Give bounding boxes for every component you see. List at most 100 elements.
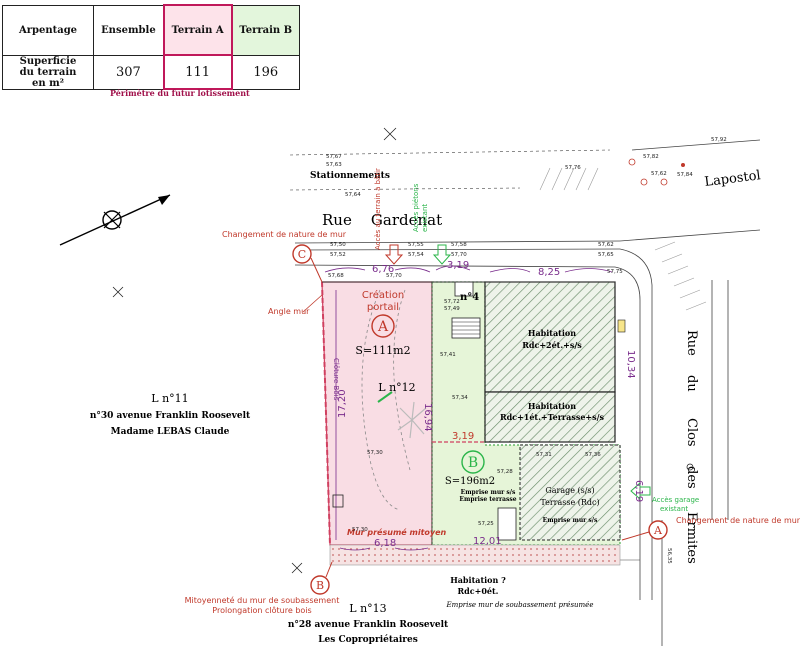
creation-line1: Création — [362, 289, 404, 301]
elev-3: 57,64 — [345, 192, 361, 198]
elev-13: 57,58 — [451, 242, 467, 248]
hab-second-line1: Habitation — [528, 401, 576, 411]
elev-8: 57,84 — [677, 172, 693, 178]
dim-319-mid: 3,19 — [452, 431, 474, 442]
dimensions: 6,76 3,19 8,25 10,34 17,20 16,94 3,19 6,… — [337, 260, 644, 549]
elev-27: 57,36 — [585, 452, 601, 458]
elev-20: 57,49 — [444, 306, 460, 312]
grid-crosshairs — [112, 127, 397, 574]
garage-line1: Garage (s/s) — [545, 486, 594, 495]
street-rue-du-clos-1: Rue — [684, 330, 699, 356]
neighbor-l11-owner: Madame LEBAS Claude — [111, 427, 230, 437]
stairs — [451, 317, 481, 339]
driveway-path — [361, 289, 411, 511]
neighbor-l11-address: n°30 avenue Franklin Roosevelt — [90, 411, 251, 421]
paving-strip — [329, 544, 621, 566]
marker-a: A — [621, 520, 668, 541]
neighbor-l13-title: L n°13 — [349, 602, 386, 615]
acces-garage-arrow — [630, 481, 651, 501]
street-rue-du-clos-2: du — [684, 375, 699, 392]
elev-30: 56,35 — [666, 548, 672, 564]
dim-619: 6,19 — [633, 480, 644, 502]
lot-a-marker: A — [377, 319, 389, 335]
header-terrain-a: Terrain A — [162, 4, 233, 56]
cell-terrain-b: 196 — [231, 54, 300, 90]
street-lapostol: Lapostol — [704, 168, 762, 190]
acces-pietons-arrow — [432, 244, 452, 265]
row-label: Superficie du terrain en m² — [2, 54, 94, 90]
stairs-bottom — [497, 507, 517, 541]
header-arpentage: Arpentage — [2, 4, 94, 56]
hab-second-line2: Rdc+1ét.+Terrasse+s/s — [500, 412, 605, 422]
elev-17: 57,68 — [328, 273, 344, 279]
elev-18: 57,70 — [386, 273, 402, 279]
dimension-lines — [324, 265, 613, 551]
crosswalk — [539, 167, 707, 311]
header-terrain-b: Terrain B — [231, 4, 300, 56]
lot-b-marker: B — [468, 455, 478, 471]
dim-1201: 12,01 — [473, 536, 502, 547]
row-label-line2: du terrain — [19, 66, 77, 78]
cell-terrain-a: 111 — [162, 54, 233, 90]
dim-319-top: 3,19 — [447, 260, 469, 271]
tree-symbol — [397, 401, 427, 439]
lot-b-number: n°4 — [460, 292, 479, 303]
street-rue-gardenat: Rue Gardenat — [322, 211, 442, 229]
elev-19: 57,72 — [444, 299, 460, 305]
hab-bottom-line2: Rdc+0ét. — [458, 586, 499, 596]
elev-1: 57,67 — [326, 154, 342, 160]
hab-main-line2: Rdc+2ét.+s/s — [522, 340, 582, 350]
survey-table: Arpentage Ensemble Terrain A Terrain B S… — [2, 4, 300, 90]
north-arrow — [59, 194, 171, 246]
annot-changement-top: Changement de nature de mur — [222, 230, 347, 239]
street-stationnements: Stationnements — [310, 171, 390, 181]
meter-box — [617, 319, 626, 333]
street-rue-du-clos-5: Ermites — [684, 512, 699, 564]
caption: Périmètre du futur lotissement — [110, 88, 250, 98]
table-header-row: Arpentage Ensemble Terrain A Terrain B — [2, 4, 300, 56]
marker-a-label: A — [653, 524, 663, 537]
annot-mitoyennete-2: Prolongation clôture bois — [212, 605, 311, 615]
elev-4: 57,76 — [565, 165, 581, 171]
street-rue-du-clos-4: des — [684, 466, 699, 489]
row-label-line3: en m² — [31, 77, 65, 89]
elev-12: 57,54 — [408, 252, 424, 258]
emprise-mur-2: Emprise mur s/s — [543, 517, 598, 524]
elev-22: 57,41 — [440, 352, 456, 358]
elev-5: 57,82 — [643, 154, 659, 160]
elev-29: 57,30 — [352, 527, 368, 533]
dim-1034: 10,34 — [625, 350, 636, 379]
emprise-mur-1: Emprise mur s/s — [461, 489, 516, 496]
acces-terrain-arrow — [384, 244, 404, 265]
habitation-main — [484, 281, 616, 393]
elev-25: 57,28 — [497, 469, 513, 475]
annot-acces-pietons-2: existant — [421, 204, 429, 232]
dim-1694: 16,94 — [422, 403, 433, 432]
survey-points — [628, 158, 694, 471]
garage-line2: Terrasse (Rdc) — [540, 498, 599, 507]
lot-b-area-label: S=196m2 — [445, 476, 495, 487]
elev-21: 57,75 — [607, 269, 623, 275]
elev-26: 57,31 — [536, 452, 552, 458]
neighbor-l11-title: L n°11 — [151, 392, 188, 405]
annot-acces-terrain: Accès au terrain à bâtir — [374, 168, 382, 250]
hab-main-line1: Habitation — [528, 328, 576, 338]
dim-618: 6,18 — [374, 538, 396, 549]
lot-a-area-label: S=111m2 — [355, 344, 410, 357]
street-rue-du-clos-3: Clos — [684, 418, 699, 447]
annot-emprise-soubassement: Emprise mur de soubassement présumée — [446, 601, 594, 609]
small-box — [332, 494, 344, 508]
elev-6: 57,92 — [711, 137, 727, 143]
dim-1720: 17,20 — [337, 389, 348, 418]
elev-11: 57,55 — [408, 242, 424, 248]
table-row: Superficie du terrain en m² 307 111 196 — [2, 54, 300, 90]
elev-10: 57,52 — [330, 252, 346, 258]
street-rue-du-clos: Rue du Clos des Ermites — [684, 330, 699, 564]
elev-16: 57,65 — [598, 252, 614, 258]
annot-angle-mur: Angle mur — [268, 307, 310, 316]
annot-mur-presume: Mur présumé mitoyen — [347, 527, 447, 537]
annot-acces-pietons-1: Accès piétons — [412, 183, 420, 232]
row-label-line1: Superficie — [19, 55, 77, 67]
stair-steps — [452, 321, 480, 335]
